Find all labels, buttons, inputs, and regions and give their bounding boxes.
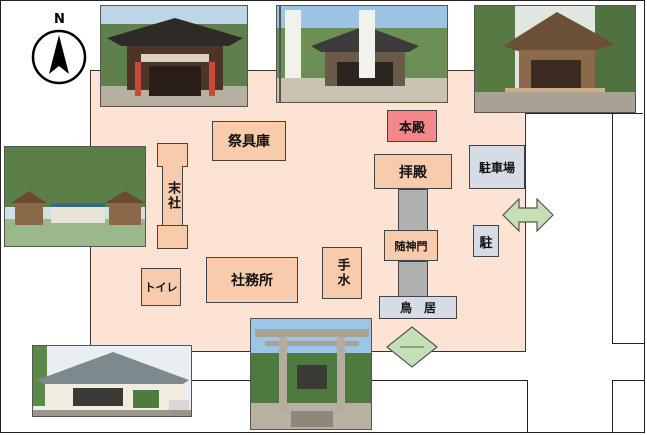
road-bottom-mid bbox=[372, 380, 528, 381]
photo-massha bbox=[4, 146, 146, 247]
right-left-arrow-icon bbox=[502, 197, 554, 236]
road-right-bottom bbox=[612, 343, 645, 344]
zuishinmon-gate: 随神門 bbox=[384, 230, 438, 261]
approach-path-lower bbox=[398, 261, 428, 297]
road-right-low-vertical bbox=[612, 380, 613, 433]
road-bottom-left bbox=[192, 380, 250, 381]
parking-main: 駐車場 bbox=[469, 145, 525, 189]
saiguko-storehouse: 祭具庫 bbox=[212, 121, 286, 161]
massha-bottom-segment bbox=[157, 225, 188, 249]
haiden-worship-hall: 拝殿 bbox=[374, 154, 452, 189]
road-right-top bbox=[526, 113, 643, 114]
photo-honden bbox=[474, 5, 636, 113]
up-down-arrow-icon bbox=[386, 326, 438, 372]
photo-torii bbox=[250, 318, 372, 430]
photo-zuishinmon bbox=[100, 5, 248, 107]
parking-small: 駐 bbox=[473, 225, 499, 257]
shamusho-office: 社務所 bbox=[206, 257, 298, 303]
compass-icon: N bbox=[30, 12, 88, 86]
road-right-vertical bbox=[612, 113, 613, 343]
road-right-low bbox=[612, 380, 645, 381]
approach-path-upper bbox=[398, 189, 428, 231]
torii-gate: 鳥 居 bbox=[379, 296, 457, 319]
road-bottom-mid-vertical bbox=[527, 380, 528, 433]
photo-haiden bbox=[276, 5, 448, 103]
temizu-basin: 手水 bbox=[322, 247, 362, 299]
shrine-grounds bbox=[90, 70, 526, 352]
temizu-label: 手水 bbox=[334, 258, 350, 288]
compass-north-label: N bbox=[54, 12, 65, 27]
massha-top-segment bbox=[157, 143, 188, 167]
massha-sub-shrine: 末社 bbox=[162, 166, 183, 226]
massha-label: 末社 bbox=[165, 181, 180, 211]
honden-main-hall: 本殿 bbox=[387, 110, 437, 142]
photo-shamusho bbox=[32, 345, 192, 417]
toilet: トイレ bbox=[141, 268, 181, 306]
